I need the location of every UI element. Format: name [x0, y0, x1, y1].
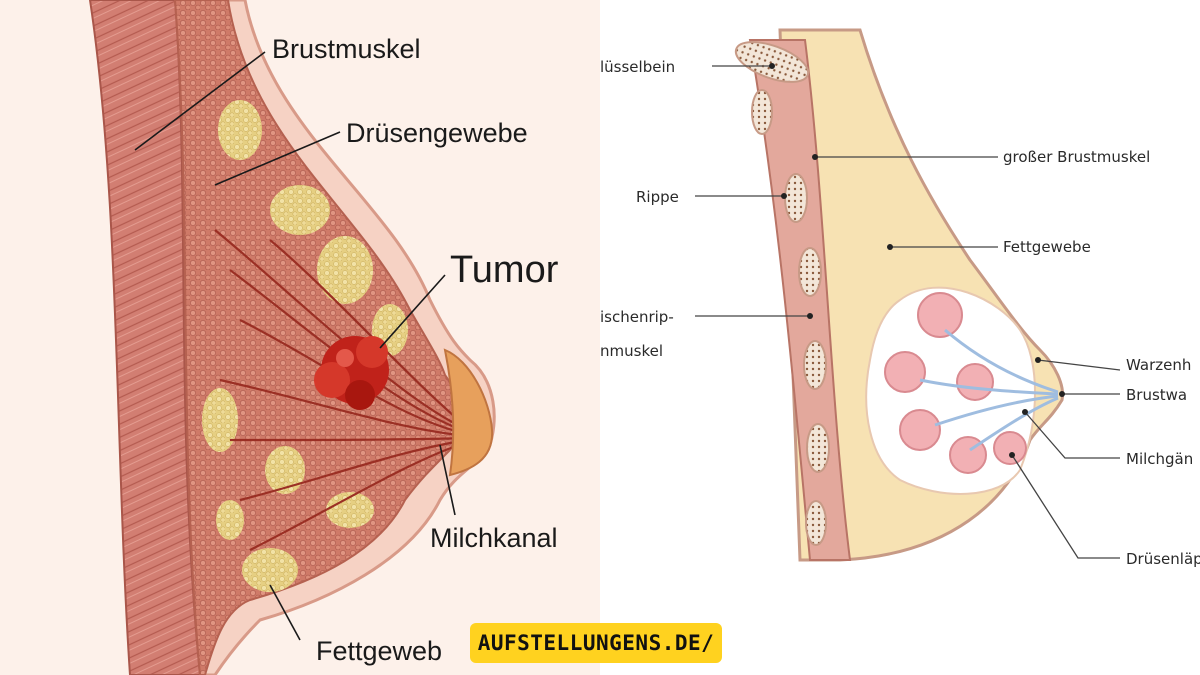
label-druesengewebe: Drüsengewebe: [346, 118, 528, 148]
label-fat-tissue: Fettgewebe: [1003, 238, 1091, 256]
milk-duct-lines: [919, 328, 1059, 452]
label-milk-ducts: Milchgän: [1126, 450, 1193, 468]
label-tumor: Tumor: [450, 249, 559, 291]
label-pectoralis-major: großer Brustmuskel: [1003, 148, 1150, 166]
tumor-mass: [314, 336, 389, 410]
label-milchkanal: Milchkanal: [430, 523, 558, 553]
leader-dots: [769, 63, 1065, 458]
right-breast-illustration: lüsselbein großer Brustmuskel Rippe Fett…: [600, 28, 1200, 568]
left-diagram-panel: Brustmuskel Drüsengewebe Tumor Milchkana…: [0, 0, 600, 675]
right-diagram-panel: lüsselbein großer Brustmuskel Rippe Fett…: [600, 0, 1200, 675]
pectoral-muscle-shape: [88, 0, 202, 675]
label-intercostal-line1: ischenrip-: [600, 308, 674, 326]
leader-areola: [1037, 359, 1121, 371]
left-breast-illustration: Brustmuskel Drüsengewebe Tumor Milchkana…: [88, 0, 559, 675]
leader-fettgewebe: [269, 584, 301, 641]
leader-milchkanal: [439, 444, 456, 516]
leader-milk-ducts: [1024, 411, 1120, 459]
leader-brustmuskel: [134, 51, 266, 151]
label-lobules: Drüsenläppc: [1126, 550, 1200, 568]
collarbone-shape: [734, 41, 810, 83]
label-brustmuskel: Brustmuskel: [272, 34, 421, 64]
leader-tumor: [379, 274, 446, 349]
label-areola: Warzenh: [1126, 356, 1191, 374]
label-collarbone: lüsselbein: [600, 58, 675, 76]
nipple-shape: [443, 348, 494, 477]
ribs: [751, 89, 830, 546]
label-nipple: Brustwa: [1126, 386, 1187, 404]
leader-druesengewebe: [214, 131, 341, 186]
label-fettgewebe: Fettgeweb: [316, 636, 442, 666]
leader-lobules: [1011, 454, 1120, 559]
label-intercostal-line2: nmuskel: [600, 342, 663, 360]
label-rib: Rippe: [636, 188, 679, 206]
watermark-badge: AUFSTELLUNGENS.DE/: [470, 623, 722, 663]
